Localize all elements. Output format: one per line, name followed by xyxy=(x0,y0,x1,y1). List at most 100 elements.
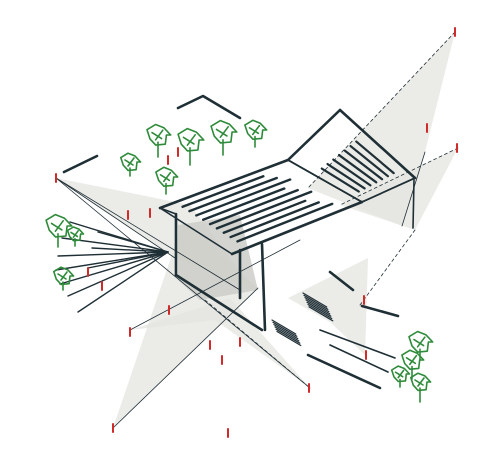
tree xyxy=(177,127,205,166)
tree-canopy xyxy=(401,349,425,370)
plane-right xyxy=(340,148,458,230)
hatch-line xyxy=(276,330,302,347)
construction-line xyxy=(55,177,311,389)
upper-edge xyxy=(176,94,242,120)
tree-branches xyxy=(248,124,261,136)
construction-line xyxy=(307,31,456,189)
lower-edge xyxy=(360,304,400,318)
tree-canopy xyxy=(120,152,142,172)
hatch-line xyxy=(273,324,299,340)
roof-edge xyxy=(338,108,417,180)
column xyxy=(260,242,267,332)
hatch-line xyxy=(307,303,333,320)
roof-slat xyxy=(181,175,265,208)
tree xyxy=(401,349,425,380)
hatch-line xyxy=(274,326,300,342)
tree-branches xyxy=(50,220,64,232)
lower-edge xyxy=(329,344,389,373)
construction-line xyxy=(55,177,241,291)
tree-canopy xyxy=(66,226,85,242)
tree xyxy=(408,330,434,361)
hatch-line xyxy=(305,299,331,315)
tree-branches xyxy=(215,126,229,138)
hatch-line xyxy=(271,319,297,335)
roof-slat xyxy=(222,199,307,234)
tree-canopy xyxy=(45,213,73,238)
roof-slat xyxy=(195,178,292,217)
radiating-line xyxy=(91,247,169,253)
tree-branches xyxy=(124,157,135,167)
wing-slat xyxy=(337,153,378,184)
base-line xyxy=(174,273,264,332)
roof-edge xyxy=(230,200,364,256)
radiating-line xyxy=(97,231,169,253)
survey-markers xyxy=(55,27,458,438)
hatch-line xyxy=(275,328,301,344)
radiating-line xyxy=(59,251,169,285)
tree xyxy=(146,123,172,158)
construction-line xyxy=(129,239,301,331)
tree-canopy xyxy=(177,127,205,152)
lower-edge xyxy=(328,270,355,292)
tree-canopy xyxy=(210,119,238,144)
wing-slats xyxy=(320,140,395,193)
hatch-line xyxy=(308,306,334,322)
tree xyxy=(66,226,85,247)
tree-canopy xyxy=(244,119,268,140)
radiating-line xyxy=(57,251,169,257)
construction-line xyxy=(204,299,311,389)
tree-canopy xyxy=(390,365,411,383)
wing-slat xyxy=(343,149,384,181)
tree xyxy=(410,372,432,403)
hatch-line xyxy=(306,301,332,317)
tree-branches xyxy=(405,354,418,366)
radiating-line xyxy=(87,251,169,269)
construction-line xyxy=(359,229,416,306)
construction-line xyxy=(339,147,459,206)
tree-branches xyxy=(413,336,426,348)
construction-lines xyxy=(55,31,459,429)
tree-canopy xyxy=(408,330,434,353)
tree-branches xyxy=(414,377,425,387)
upper-edge xyxy=(62,154,99,174)
hatch-line xyxy=(303,294,329,310)
tree-branches xyxy=(70,230,79,238)
base-line xyxy=(159,207,177,215)
roof-structure xyxy=(158,108,417,332)
loose-strokes xyxy=(62,94,400,390)
roof-edge xyxy=(286,108,342,162)
shadow-hatching xyxy=(271,292,334,347)
wing-slat xyxy=(349,144,389,178)
column xyxy=(412,179,415,229)
tree-branches xyxy=(182,134,196,146)
roof-slat xyxy=(208,188,299,226)
wing-slat xyxy=(355,140,395,175)
tree-canopy xyxy=(410,372,432,392)
roof-slat xyxy=(188,176,278,213)
wing-slat xyxy=(320,167,360,193)
tree xyxy=(244,119,268,148)
roof-slat xyxy=(229,201,320,239)
tree xyxy=(45,213,73,248)
plane-shadow-core xyxy=(178,215,258,300)
hatch-line xyxy=(272,321,298,337)
tree xyxy=(155,166,179,195)
radiating-line xyxy=(67,251,169,297)
lower-edge xyxy=(306,353,382,390)
roof-edge xyxy=(158,158,290,210)
tree-canopy xyxy=(155,166,179,187)
roof-slat xyxy=(201,187,286,221)
tree-canopy xyxy=(53,266,75,286)
tree-branches xyxy=(151,129,164,141)
wing-slat xyxy=(326,162,366,190)
roof-slat xyxy=(236,202,334,243)
hatch-line xyxy=(304,297,330,313)
roof-edge xyxy=(361,177,416,203)
radiating-lines xyxy=(55,221,169,313)
tree-branches xyxy=(394,369,405,379)
tree xyxy=(120,152,142,177)
projection-planes xyxy=(56,32,458,428)
radiating-line xyxy=(77,251,169,313)
